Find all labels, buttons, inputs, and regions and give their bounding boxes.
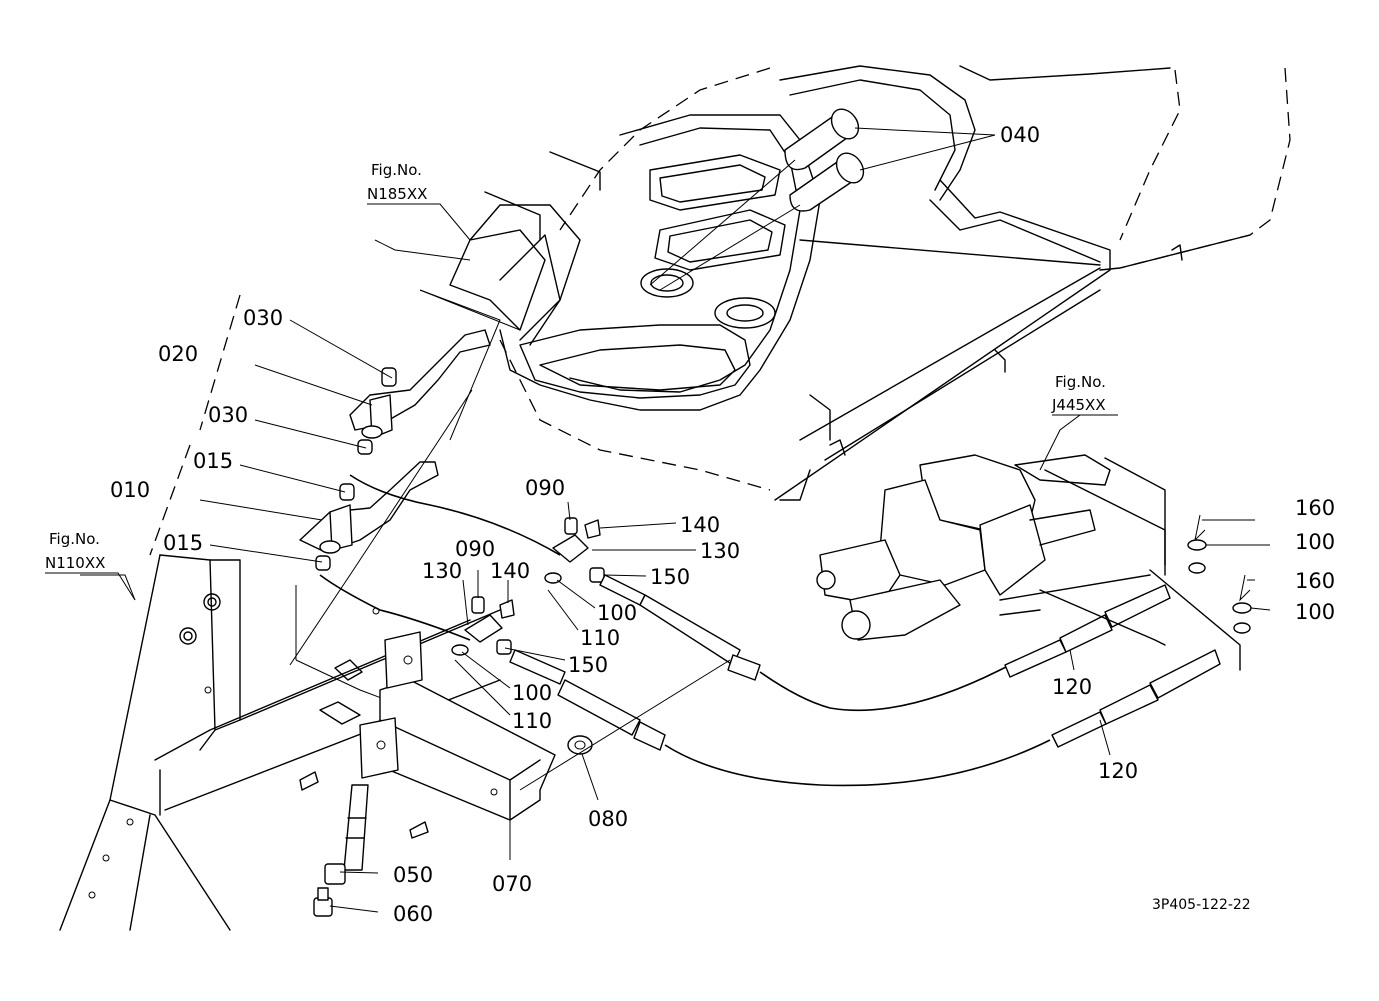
- fig-ref-code: N185XX: [367, 185, 427, 203]
- callout-040: 040: [1000, 123, 1040, 147]
- callout-070: 070: [492, 872, 532, 896]
- callout-150-upper: 150: [650, 565, 690, 589]
- callout-090-upper: 090: [525, 476, 565, 500]
- callout-160-upper: 160: [1295, 496, 1335, 520]
- bracket-020: [199, 294, 241, 431]
- callout-160-lower: 160: [1295, 569, 1335, 593]
- console-body: [449, 65, 1291, 501]
- bolt-060: [313, 887, 333, 917]
- fig-ref-label: Fig.No.: [371, 161, 422, 179]
- frame-panel: [59, 554, 501, 931]
- callout-015-lower: 015: [163, 531, 203, 555]
- grommet-080: [567, 735, 593, 755]
- drawing-code: 3P405-122-22: [1152, 897, 1251, 913]
- fig-ref-code: N110XX: [45, 554, 105, 572]
- callout-130-lower: 130: [422, 559, 462, 583]
- callout-060: 060: [393, 902, 433, 926]
- callouts: 040 030 020 030 015 010 015 090 140 130 …: [110, 123, 1335, 926]
- callout-020: 020: [158, 342, 198, 366]
- callout-100-lower: 100: [512, 681, 552, 705]
- lower-cable: [319, 574, 1251, 787]
- rod-050: [324, 784, 369, 885]
- fig-ref-j445xx: Fig.No. J445XX: [1051, 373, 1118, 416]
- plate-070: [359, 631, 556, 821]
- callout-100-right-lower: 100: [1295, 600, 1335, 624]
- lever-assembly-020: [349, 329, 491, 455]
- lever-assembly-010: [299, 461, 439, 571]
- upper-clevis: [544, 517, 605, 584]
- callout-015-upper: 015: [193, 449, 233, 473]
- callout-090-lower: 090: [455, 537, 495, 561]
- callout-110-upper: 110: [580, 626, 620, 650]
- callout-030-upper: 030: [243, 306, 283, 330]
- callout-030-lower: 030: [208, 403, 248, 427]
- callout-050: 050: [393, 863, 433, 887]
- callout-130-upper: 130: [700, 539, 740, 563]
- callout-100-upper: 100: [597, 601, 637, 625]
- callout-120-lower: 120: [1098, 759, 1138, 783]
- bracket-010: [149, 444, 191, 556]
- callout-150-lower: 150: [568, 653, 608, 677]
- fig-ref-code: J445XX: [1051, 396, 1106, 414]
- callout-140-lower: 140: [490, 559, 530, 583]
- upper-cable: [349, 474, 1206, 712]
- callout-010: 010: [110, 478, 150, 502]
- callout-110-lower: 110: [512, 709, 552, 733]
- control-lever-knobs: [649, 108, 865, 291]
- callout-080: 080: [588, 807, 628, 831]
- callout-140-upper: 140: [680, 513, 720, 537]
- leader-lines: [80, 127, 1271, 913]
- fig-ref-label: Fig.No.: [1055, 373, 1106, 391]
- fig-ref-label: Fig.No.: [49, 530, 100, 548]
- fig-ref-n110xx: Fig.No. N110XX: [45, 530, 136, 601]
- callout-100-right-upper: 100: [1295, 530, 1335, 554]
- lower-clevis: [451, 596, 515, 656]
- callout-120-upper: 120: [1052, 675, 1092, 699]
- valve-assembly: [816, 454, 1241, 671]
- fig-ref-n185xx: Fig.No. N185XX: [367, 161, 471, 241]
